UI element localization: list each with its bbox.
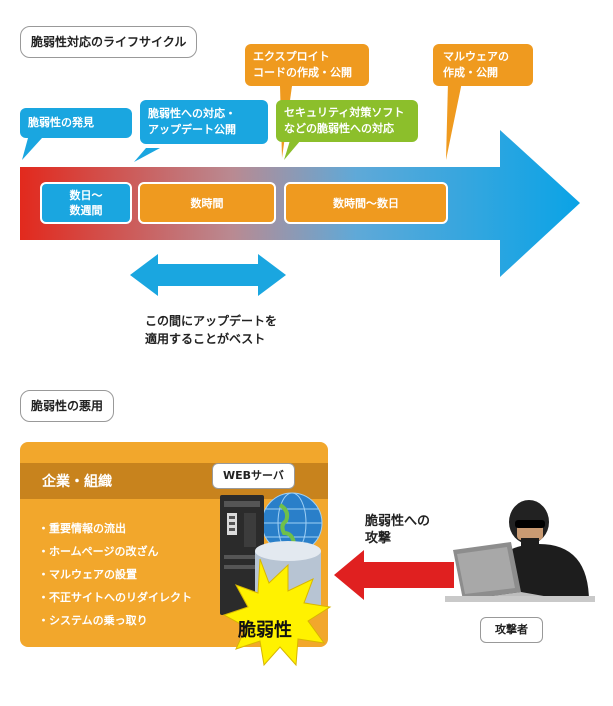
vulnerability-burst <box>222 558 332 667</box>
callout-response-line1: 脆弱性への対応・ <box>148 107 236 120</box>
callout-malware: マルウェアの 作成・公開 <box>433 44 533 86</box>
organization-heading: 企業・組織 <box>42 474 112 490</box>
attacker-label: 攻撃者 <box>480 617 543 643</box>
panel-item: ・システムの乗っ取り <box>38 614 148 627</box>
burst-label: 脆弱性 <box>238 620 292 641</box>
callout-pointer-discovery <box>22 138 42 160</box>
callout-malware-line2: 作成・公開 <box>443 66 498 79</box>
best-window-note: この間にアップデートを 適用することがベスト <box>145 312 277 348</box>
callout-discovery: 脆弱性の発見 <box>20 108 132 138</box>
best-window-line1: この間にアップデートを <box>145 314 278 328</box>
callout-pointer-malware <box>446 82 462 160</box>
callout-security: セキュリティ対策ソフト などの脆弱性への対応 <box>276 100 418 142</box>
panel-item: ・ホームページの改ざん <box>38 545 159 558</box>
callout-discovery-text: 脆弱性の発見 <box>28 116 94 129</box>
stage-hours: 数時間 <box>138 182 276 224</box>
callout-exploit: エクスプロイト コードの作成・公開 <box>245 44 369 86</box>
best-window-double-arrow <box>130 254 286 296</box>
stage-days-weeks: 数日〜 数週間 <box>40 182 132 224</box>
stage-hours-text: 数時間 <box>190 196 224 210</box>
desk <box>445 596 595 602</box>
callout-malware-line1: マルウェアの <box>443 50 509 63</box>
stage-days-weeks-line2: 数週間 <box>69 204 103 217</box>
attack-label: 脆弱性への 攻撃 <box>365 513 430 547</box>
abuse-title: 脆弱性の悪用 <box>20 390 115 422</box>
panel-item: ・重要情報の流出 <box>38 522 126 535</box>
attacker-label-text: 攻撃者 <box>495 623 528 636</box>
attack-label-line2: 攻撃 <box>365 531 392 546</box>
web-server-label: WEBサーバ <box>212 463 295 489</box>
abuse-title-text: 脆弱性の悪用 <box>31 399 104 413</box>
lifecycle-title: 脆弱性対応のライフサイクル <box>20 26 198 58</box>
callout-exploit-line1: エクスプロイト <box>253 50 330 63</box>
server-icon <box>220 495 264 615</box>
attack-label-line1: 脆弱性への <box>365 514 431 529</box>
callout-exploit-line2: コードの作成・公開 <box>253 66 352 79</box>
attacker-illustration <box>445 500 595 602</box>
web-server-label-text: WEBサーバ <box>223 469 284 482</box>
panel-item: ・不正サイトへのリダイレクト <box>38 591 192 604</box>
stage-hours-days: 数時間〜数日 <box>284 182 448 224</box>
callout-security-line2: などの脆弱性への対応 <box>284 122 394 135</box>
attack-arrow <box>334 550 454 600</box>
stage-hours-days-text: 数時間〜数日 <box>333 196 399 210</box>
best-window-line2: 適用することがベスト <box>145 332 266 346</box>
callout-pointer-response <box>134 148 160 162</box>
panel-item: ・マルウェアの設置 <box>38 568 137 581</box>
callout-response-line2: アップデート公開 <box>148 123 236 136</box>
stage-days-weeks-line1: 数日〜 <box>69 189 103 202</box>
callout-response: 脆弱性への対応・ アップデート公開 <box>140 100 268 144</box>
server-illustration <box>220 492 332 667</box>
lifecycle-title-text: 脆弱性対応のライフサイクル <box>31 35 187 49</box>
callout-security-line1: セキュリティ対策ソフト <box>284 106 405 119</box>
